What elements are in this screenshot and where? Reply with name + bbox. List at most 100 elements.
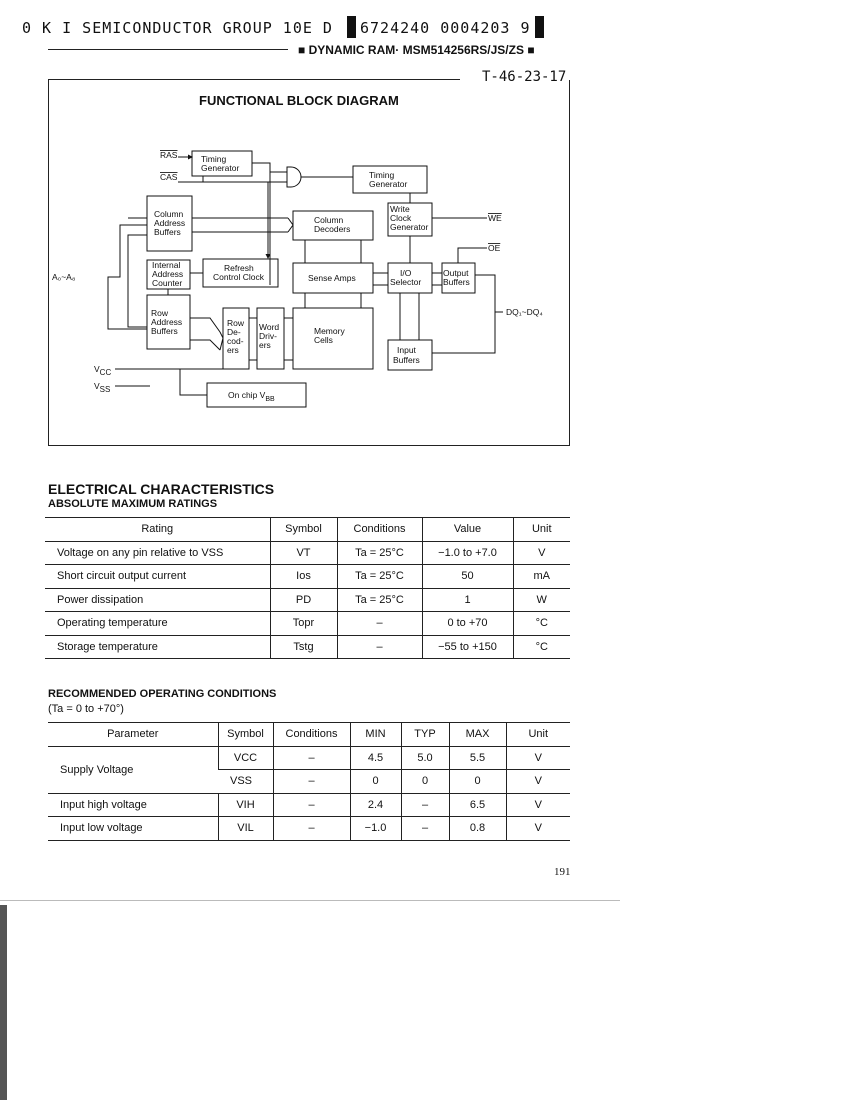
cell: VSS [218, 769, 273, 794]
header-company: 0 K I SEMICONDUCTOR GROUP 10E D [22, 19, 333, 37]
cell: V [505, 816, 570, 841]
cell: – [272, 746, 350, 770]
registration-mark [534, 16, 544, 38]
wcg-label: Clock [390, 213, 412, 223]
cell: – [272, 816, 350, 841]
cell: Ta = 25°C [336, 541, 422, 565]
cell: Input high voltage [48, 793, 218, 817]
product-title: ■ DYNAMIC RAM· MSM514256RS/JS/ZS ■ [298, 43, 535, 57]
column-header: Symbol [269, 517, 337, 542]
column-header: Conditions [336, 517, 422, 542]
and-gate [286, 166, 302, 188]
cell: 0 [349, 769, 401, 794]
iac-label: Internal [152, 260, 180, 270]
diagram-title: FUNCTIONAL BLOCK DIAGRAM [199, 93, 399, 108]
cell: VIH [217, 793, 273, 817]
mc-label: Cells [314, 335, 333, 345]
wd-label: ers [259, 340, 271, 350]
cell: – [272, 769, 350, 794]
cell: 6.5 [448, 793, 506, 817]
cell: – [272, 793, 350, 817]
subsection-title: RECOMMENDED OPERATING CONDITIONS [48, 688, 277, 700]
dq-label: DQ₁~DQ₄ [506, 307, 543, 317]
rd-label: Row [227, 318, 245, 328]
rd-label: cod- [227, 336, 244, 346]
tg1-label: Timing [201, 154, 226, 164]
cell: 0 [448, 769, 506, 794]
column-address-buffers-box [146, 195, 193, 252]
cab-label: Column [154, 209, 184, 219]
cell: 50 [421, 564, 513, 589]
scan-edge-bar [0, 905, 7, 1100]
rcc-label: Control Clock [213, 272, 265, 282]
cell: Topr [269, 611, 337, 636]
cell: Voltage on any pin relative to VSS [45, 541, 270, 565]
word-drivers-box [256, 307, 285, 370]
subsection-subtitle: (Ta = 0 to +70°) [48, 703, 124, 715]
cell: 1 [421, 588, 513, 612]
block-diagram: RAS CAS Timing Generator Timing Generato… [52, 150, 543, 408]
cas-label: CAS [160, 172, 178, 182]
svg-text:On chip VBB: On chip VBB [228, 390, 275, 403]
cd-label: Decoders [314, 224, 350, 234]
cell: 5.0 [400, 746, 449, 770]
cell: Ta = 25°C [336, 588, 422, 612]
column-header: Value [421, 517, 513, 542]
vss-sub: SS [100, 385, 111, 394]
header-rule [48, 49, 288, 50]
cell: V [505, 769, 570, 794]
scan-edge-line [0, 900, 620, 901]
cab-label: Buffers [154, 227, 181, 237]
cell: −1.0 [349, 816, 401, 841]
ob-label: Buffers [443, 277, 470, 287]
iac-label: Counter [152, 278, 182, 288]
vbb-sub: BB [265, 396, 275, 403]
scan-header: 0 K I SEMICONDUCTOR GROUP 10E D 6724240 … [22, 16, 548, 38]
io-label: I/O [400, 268, 412, 278]
cell: – [400, 816, 449, 841]
rd-label: ers [227, 345, 239, 355]
registration-mark [347, 16, 356, 38]
sense-amps-box [292, 262, 374, 294]
cell: Power dissipation [45, 588, 270, 612]
cell: Input low voltage [48, 816, 218, 841]
cell: V [512, 541, 570, 565]
we-label: WE [488, 213, 502, 223]
cell: 0.8 [448, 816, 506, 841]
wd-label: Driv- [259, 331, 277, 341]
cell: W [512, 588, 570, 612]
memory-cells-box [292, 307, 374, 370]
wcg-label: Generator [390, 222, 428, 232]
cell: °C [512, 611, 570, 636]
column-header: Parameter [48, 722, 218, 747]
input-buffers-box [387, 339, 433, 371]
cell: Ios [269, 564, 337, 589]
header-codes: 6724240 0004203 9 [360, 19, 531, 37]
cd-label: Column [314, 215, 344, 225]
rab-label: Buffers [151, 326, 178, 336]
page-number: 191 [554, 866, 571, 878]
ib-label: Input [397, 345, 417, 355]
cell: – [336, 611, 422, 636]
cell: Short circuit output current [45, 564, 270, 589]
product-name: DYNAMIC RAM· MSM514256RS/JS/ZS [308, 43, 524, 57]
ras-label: RAS [160, 150, 178, 160]
cell: −1.0 to +7.0 [421, 541, 513, 565]
rab-label: Address [151, 317, 182, 327]
cell: V [505, 793, 570, 817]
cell: Supply Voltage [48, 746, 218, 794]
vss-label: V [94, 381, 100, 391]
ob-label: Output [443, 268, 469, 278]
column-header: Conditions [272, 722, 350, 747]
cell: VIL [217, 816, 273, 841]
cell: Operating temperature [45, 611, 270, 636]
cell: °C [512, 635, 570, 659]
io-label: Selector [390, 277, 421, 287]
